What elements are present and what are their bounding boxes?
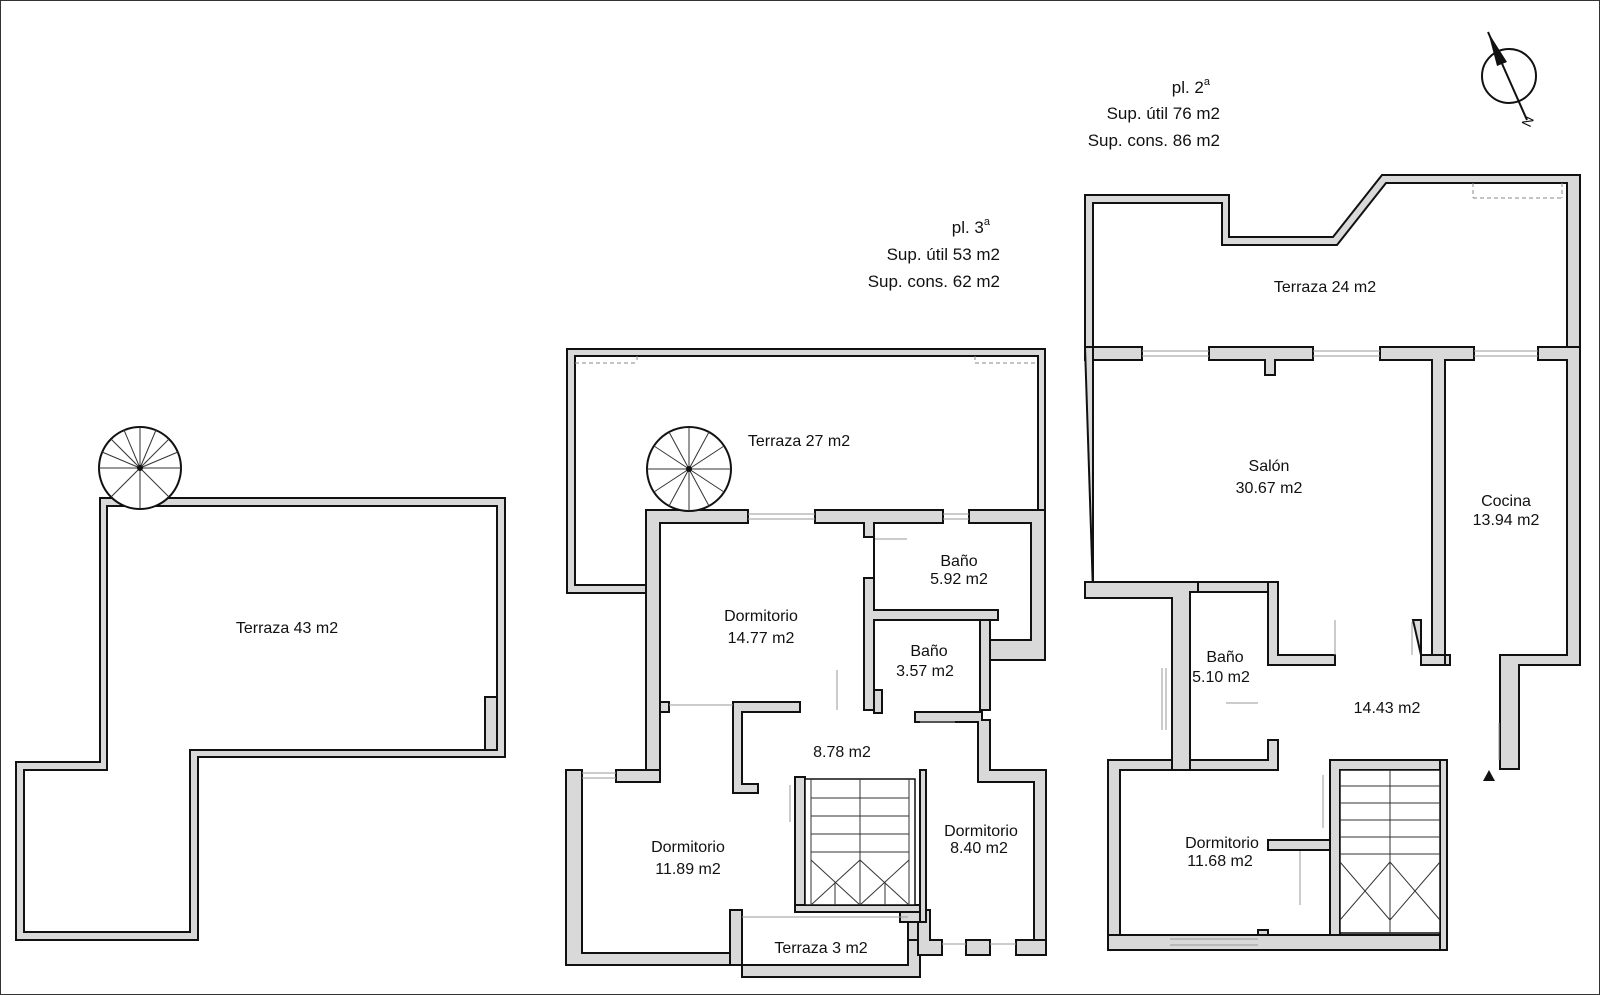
f3-bath-2-name: Baño [910, 643, 947, 660]
stair-floor-3 [804, 778, 916, 906]
floor-2-plan: Terraza 24 m2 Salón 30.67 m2 Cocina 13.9… [1083, 174, 1581, 951]
f3-bedroom-1-name: Dormitorio [724, 608, 798, 625]
f3-bedroom-3-name: Dormitorio [944, 823, 1018, 840]
f3-wall-wc [732, 701, 801, 794]
roof-terrace-label: Terraza 43 m2 [236, 620, 338, 637]
f2-bath-area: 5.10 m2 [1192, 669, 1250, 686]
f2-bedroom-area: 11.68 m2 [1187, 853, 1253, 870]
f2-wall-kitchen [1379, 346, 1475, 666]
f3-bath-wall [863, 577, 999, 711]
spiral-stair-floor-3 [646, 426, 732, 512]
floor-3-plan: Terraza 27 m2 Baño 5.92 m2 Dormitorio 14… [565, 348, 1047, 978]
f2-wall-bedroom-west [1107, 759, 1173, 936]
f2-wall-south [1107, 934, 1448, 951]
f3-hall-area: 8.78 m2 [813, 744, 871, 761]
f2-hall-area: 14.43 m2 [1354, 700, 1421, 717]
f2-wall-mid [1208, 346, 1314, 376]
stair-floor-2 [1339, 769, 1441, 934]
north-letter: N [1518, 113, 1537, 129]
spiral-stair-roof [98, 426, 182, 510]
floor-2-title: pl. 2a [1172, 76, 1211, 97]
floor-3-built-area: Sup. cons. 62 m2 [868, 272, 1000, 291]
f3-bath-2-area: 3.57 m2 [896, 663, 954, 680]
f2-terrace-wall [1084, 174, 1581, 361]
floor-3-useful-area: Sup. útil 53 m2 [887, 245, 1000, 264]
f3-wall-post [873, 689, 883, 714]
f2-kitchen-area: 13.94 m2 [1473, 512, 1540, 529]
floor-3-header: pl. 3a Sup. útil 53 m2 Sup. cons. 62 m2 [868, 216, 1000, 291]
entrance-marker-icon [1483, 770, 1495, 781]
roof-wall-post [484, 696, 498, 751]
roof-terrace-wall [15, 497, 506, 941]
f3-bedroom-1-area: 14.77 m2 [728, 630, 795, 647]
f2-wall-east [1499, 346, 1581, 770]
f3-wall-n [814, 509, 944, 538]
f3-bath-1-area: 5.92 m2 [930, 571, 988, 588]
f2-bath-name: Baño [1206, 649, 1243, 666]
f3-bedroom-2-area: 11.89 m2 [655, 861, 721, 878]
floor-2-useful-area: Sup. útil 76 m2 [1107, 104, 1220, 123]
f3-terrace-wall [566, 348, 1046, 594]
floor-3-title: pl. 3a [952, 216, 991, 237]
f3-terrace-top-label: Terraza 27 m2 [748, 433, 850, 450]
roof-plan: Terraza 43 m2 [15, 426, 506, 941]
f2-living-area: 30.67 m2 [1236, 480, 1303, 497]
f2-bedroom-name: Dormitorio [1185, 835, 1259, 852]
f3-bath-1-name: Baño [940, 553, 977, 570]
f2-wall-west-bath [1084, 581, 1199, 771]
floor-2-header: pl. 2a Sup. útil 76 m2 Sup. cons. 86 m2 [1088, 76, 1220, 150]
f3-bedroom-3-area: 8.40 m2 [950, 840, 1008, 857]
f3-bedroom-2-name: Dormitorio [651, 839, 725, 856]
f2-living-name: Salón [1249, 458, 1290, 475]
f2-terrace-label: Terraza 24 m2 [1274, 279, 1376, 296]
f3-terrace-bottom-label: Terraza 3 m2 [774, 940, 867, 957]
f2-kitchen-name: Cocina [1481, 493, 1531, 510]
north-arrow-icon: N [1481, 31, 1537, 129]
floor-2-built-area: Sup. cons. 86 m2 [1088, 131, 1220, 150]
